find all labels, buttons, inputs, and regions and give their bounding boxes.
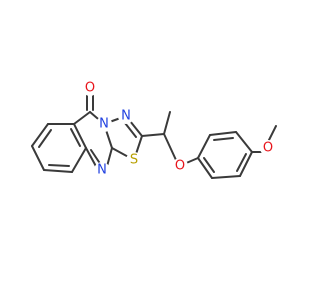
bond [267,125,277,143]
methoxy-oxygen-label: O [263,141,273,156]
bond [43,169,73,173]
ring-nitrogen-label: N [99,117,109,132]
bond [31,123,49,147]
bonds [31,93,277,179]
bond [163,111,171,135]
bond-inner [48,164,70,167]
structure-canvas: O N N N S O O [31,80,277,179]
carbonyl-oxygen-label: O [85,81,95,96]
ether-oxygen-label: O [175,159,185,174]
bond [73,123,87,149]
bond-inner [38,129,52,148]
bond-inner [124,122,137,138]
bond-inner [213,137,234,141]
bond [163,133,177,161]
bond [197,134,211,159]
bond [209,131,237,136]
bond [141,133,165,137]
bond [239,151,253,177]
quinazoline-nitrogen-label: N [97,163,107,178]
bond [211,175,241,179]
bond [73,111,91,125]
bond-inner [236,153,247,172]
atom-labels: O N N N S O O [82,80,276,178]
bond-inner [70,128,81,147]
bond [235,131,253,153]
sulfur-label: S [130,153,138,168]
bond [71,147,87,173]
bond [197,157,213,179]
ring-nitrogen-label: N [121,109,131,124]
molecule-drawing: O N N N S O O [31,80,277,179]
bond [31,145,45,171]
bond-inner [203,157,215,173]
